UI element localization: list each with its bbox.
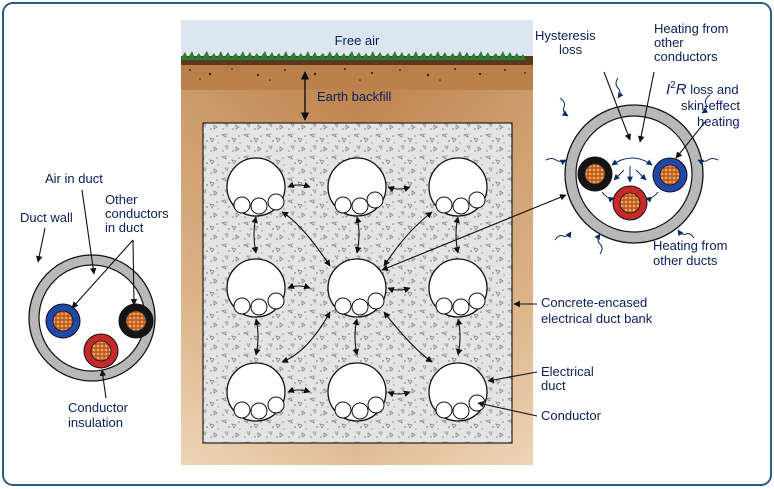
- i2r-loss-label: I2R loss and: [666, 80, 739, 98]
- duct: [327, 362, 387, 422]
- left-leader-lines: [35, 189, 138, 399]
- bank-leader-lines: [477, 300, 538, 417]
- right-duct-detail: [564, 104, 704, 244]
- concrete-bank-label-2: electrical duct bank: [541, 311, 653, 326]
- duct: [428, 362, 488, 422]
- conductor-insulation-label-1: Conductor: [68, 400, 129, 415]
- electrical-duct-label-2: duct: [541, 378, 566, 393]
- duct: [327, 157, 387, 217]
- inner-heat-arrows: [601, 157, 659, 203]
- heating-other-conductors-label-3: conductors: [654, 49, 718, 64]
- duct: [327, 258, 387, 318]
- heating-other-conductors-label-2: other: [654, 35, 684, 50]
- right-leader-lines: [603, 71, 706, 159]
- sky-area: [181, 20, 533, 60]
- left-duct-detail: [28, 254, 156, 382]
- skin-effect-label-2: heating: [697, 114, 740, 129]
- skin-effect-label-1: skin-effect: [681, 98, 740, 113]
- electrical-duct-label-1: Electrical: [541, 364, 594, 379]
- heating-other-ducts-label-1: Heating from: [653, 238, 727, 253]
- duct-wall-label: Duct wall: [20, 210, 73, 225]
- heating-other-ducts-label-2: other ducts: [653, 253, 718, 268]
- concrete-bank-label-1: Concrete-encased: [541, 295, 647, 310]
- conductor-insulation-label-2: insulation: [68, 415, 123, 430]
- duct: [428, 157, 488, 217]
- duct: [226, 157, 286, 217]
- other-conductors-label-3: in duct: [105, 220, 144, 235]
- free-air-label: Free air: [335, 33, 380, 48]
- grass-strip: [181, 51, 533, 81]
- other-conductors-label-1: Other: [105, 192, 138, 207]
- duct-grid: [226, 157, 488, 422]
- detail-connector-line: [381, 194, 567, 271]
- duct: [428, 258, 488, 318]
- hysteresis-loss-label-2: loss: [559, 42, 583, 57]
- hysteresis-loss-label-1: Hysteresis: [535, 28, 596, 43]
- earth-backfill-label: Earth backfill: [317, 89, 392, 104]
- duct: [226, 258, 286, 318]
- air-in-duct-label: Air in duct: [45, 171, 103, 186]
- other-conductors-label-2: conductors: [105, 206, 169, 221]
- conductor-label: Conductor: [541, 408, 602, 423]
- duct: [226, 362, 286, 422]
- heating-other-conductors-label-1: Heating from: [654, 21, 728, 36]
